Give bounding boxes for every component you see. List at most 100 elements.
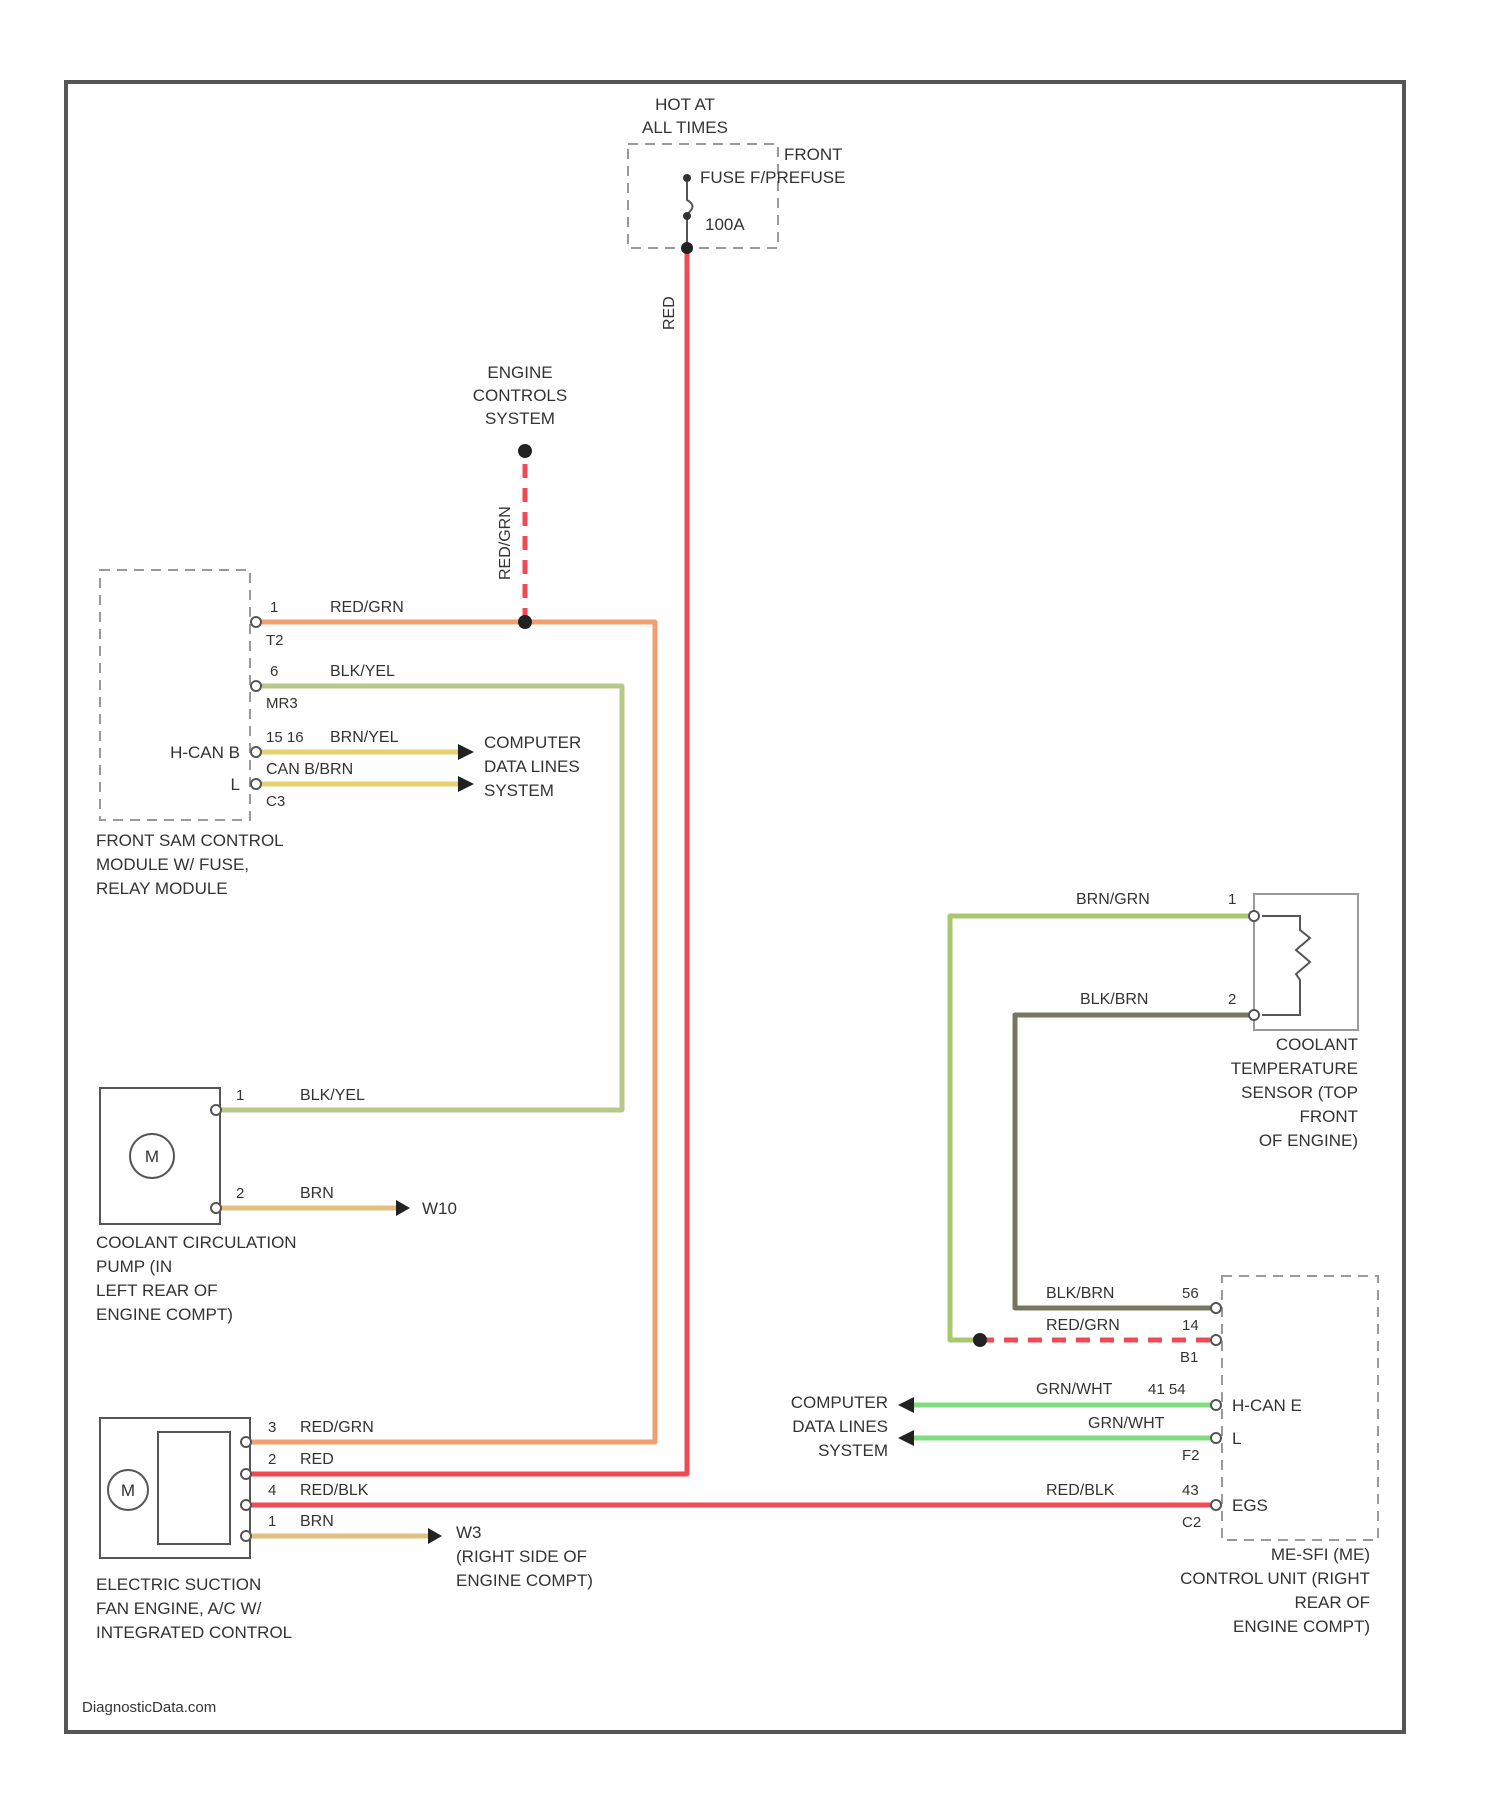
- pump-caption-3: LEFT REAR OF: [96, 1281, 218, 1300]
- sensor-wire-label-2: BLK/BRN: [1080, 991, 1148, 1008]
- me-pin-56: 56: [1182, 1285, 1199, 1302]
- sam-pin-6: 6: [270, 663, 278, 680]
- pump-pin-1: 1: [236, 1087, 244, 1104]
- pump-caption-2: PUMP (IN: [96, 1257, 172, 1276]
- me-wire-label-e: RED/BLK: [1046, 1482, 1115, 1499]
- me-wire-label-d: GRN/WHT: [1088, 1415, 1165, 1432]
- me-terminal-56: [1211, 1303, 1221, 1313]
- sam-terminal-can-h: [251, 747, 261, 757]
- fan-pin-3: 3: [268, 1419, 276, 1436]
- me-caption-4: ENGINE COMPT): [1233, 1617, 1370, 1636]
- me-conn-f2: F2: [1182, 1447, 1200, 1464]
- pump-caption-1: COOLANT CIRCULATION: [96, 1233, 297, 1252]
- me-terminal-can-h: [1211, 1400, 1221, 1410]
- sensor-caption-2: TEMPERATURE: [1231, 1059, 1358, 1078]
- sam-terminal-can-l: [251, 779, 261, 789]
- fan-caption-3: INTEGRATED CONTROL: [96, 1623, 292, 1642]
- sam-conn-t2: T2: [266, 632, 284, 649]
- fuse-terminal-bottom: [683, 212, 691, 220]
- fan-caption-2: FAN ENGINE, A/C W/: [96, 1599, 262, 1618]
- hot-label-1: HOT AT: [655, 95, 715, 114]
- sam-pin-1: 1: [270, 599, 278, 616]
- me-caption-3: REAR OF: [1294, 1593, 1370, 1612]
- wire-brn-grn-sensor[interactable]: [950, 916, 1250, 1340]
- fan-motor-label: M: [121, 1481, 135, 1500]
- cdl1-line-1: COMPUTER: [484, 733, 581, 752]
- arrow-me-can-h-icon: [898, 1397, 914, 1413]
- sensor-caption-4: FRONT: [1299, 1107, 1358, 1126]
- engine-controls-ref: ENGINE CONTROLS SYSTEM RED/GRN: [473, 363, 567, 629]
- fan-terminal-2: [241, 1469, 251, 1479]
- me-pin-43: 43: [1182, 1482, 1199, 1499]
- coolant-temperature-sensor: 1 BRN/GRN 2 BLK/BRN COOLANT TEMPERATURE …: [1076, 891, 1358, 1150]
- fan-ground-loc-1: (RIGHT SIDE OF: [456, 1547, 587, 1566]
- me-wire-label-c: GRN/WHT: [1036, 1381, 1113, 1398]
- front-sam-module: 1 T2 RED/GRN 6 MR3 BLK/YEL 15 16 BRN/YEL…: [96, 570, 404, 898]
- fan-pin-2: 2: [268, 1451, 276, 1468]
- pump-motor-label: M: [145, 1147, 159, 1166]
- me-conn-c2: C2: [1182, 1514, 1201, 1531]
- sam-caption-2: MODULE W/ FUSE,: [96, 855, 249, 874]
- engine-controls-line-2: CONTROLS: [473, 386, 567, 405]
- sensor-wire-label-1: BRN/GRN: [1076, 891, 1150, 908]
- fan-ground-icon: [428, 1528, 442, 1544]
- me-terminal-egs: [1211, 1500, 1221, 1510]
- sam-terminal-1: [251, 617, 261, 627]
- fuse-output-dot: [681, 242, 693, 254]
- cdl1-line-3: SYSTEM: [484, 781, 554, 800]
- fan-caption-1: ELECTRIC SUCTION: [96, 1575, 261, 1594]
- pump-wire-label-1: BLK/YEL: [300, 1087, 365, 1104]
- arrow-can-l-icon: [458, 776, 474, 792]
- splice-dot-sam: [518, 615, 532, 629]
- sam-module-box: [100, 570, 250, 820]
- cdl1-line-2: DATA LINES: [484, 757, 580, 776]
- fan-ground-label: W3: [456, 1523, 482, 1542]
- sensor-caption-1: COOLANT: [1276, 1035, 1358, 1054]
- sensor-terminal-1: [1249, 911, 1259, 921]
- fan-wire-label-1: RED/GRN: [300, 1419, 374, 1436]
- sam-can-h-label: H-CAN B: [170, 743, 240, 762]
- engine-controls-line-1: ENGINE: [487, 363, 552, 382]
- sensor-pin-2: 2: [1228, 991, 1236, 1008]
- pump-pin-2: 2: [236, 1185, 244, 1202]
- me-wire-label-b: RED/GRN: [1046, 1317, 1120, 1334]
- me-caption-2: CONTROL UNIT (RIGHT: [1180, 1569, 1370, 1588]
- pump-wire-label-2: BRN: [300, 1185, 334, 1202]
- fan-control-box: [158, 1432, 230, 1544]
- sensor-box: [1254, 894, 1358, 1030]
- fan-wire-label-4: BRN: [300, 1513, 334, 1530]
- sam-terminal-6: [251, 681, 261, 691]
- me-sfi-control-unit: 56 BLK/BRN 14 RED/GRN B1 41 54 GRN/WHT H…: [973, 1276, 1378, 1636]
- wire-label-red-top: RED: [661, 296, 678, 330]
- sam-wire-label-3: BRN/YEL: [330, 729, 399, 746]
- cdl2-line-2: DATA LINES: [792, 1417, 888, 1436]
- wire-blk-brn-sensor-me[interactable]: [1015, 1015, 1250, 1308]
- diagram-frame: [66, 82, 1404, 1732]
- sam-conn-c3: C3: [266, 793, 285, 810]
- fan-ground-loc-2: ENGINE COMPT): [456, 1571, 593, 1590]
- computer-data-lines-upper: COMPUTER DATA LINES SYSTEM: [458, 733, 581, 800]
- pump-ground-label: W10: [422, 1199, 457, 1218]
- fuse-rating: 100A: [705, 215, 745, 234]
- pump-caption-4: ENGINE COMPT): [96, 1305, 233, 1324]
- sam-pins-15-16: 15 16: [266, 729, 304, 746]
- me-pins-41-54: 41 54: [1148, 1381, 1186, 1398]
- fuse-label-2: FUSE F/PREFUSE: [700, 168, 845, 187]
- fuse-terminal-top: [683, 174, 691, 182]
- hot-label-2: ALL TIMES: [642, 118, 728, 137]
- engine-controls-line-3: SYSTEM: [485, 409, 555, 428]
- footer-watermark: DiagnosticData.com: [82, 1699, 216, 1716]
- top-fuse-block: HOT AT ALL TIMES FRONT FUSE F/PREFUSE 10…: [628, 95, 845, 330]
- sam-conn-mr3: MR3: [266, 695, 298, 712]
- sam-caption-1: FRONT SAM CONTROL: [96, 831, 284, 850]
- me-terminal-14: [1211, 1335, 1221, 1345]
- fan-terminal-3: [241, 1437, 251, 1447]
- splice-dot-me: [973, 1333, 987, 1347]
- sensor-caption-3: SENSOR (TOP: [1241, 1083, 1358, 1102]
- me-wire-label-a: BLK/BRN: [1046, 1285, 1114, 1302]
- fuse-box: [628, 144, 778, 248]
- wire-label-red-grn-vertical: RED/GRN: [497, 506, 514, 580]
- fuse-label-1: FRONT: [784, 145, 843, 164]
- me-conn-b1: B1: [1180, 1349, 1198, 1366]
- wire-red-grn-sam-fan[interactable]: [252, 622, 655, 1442]
